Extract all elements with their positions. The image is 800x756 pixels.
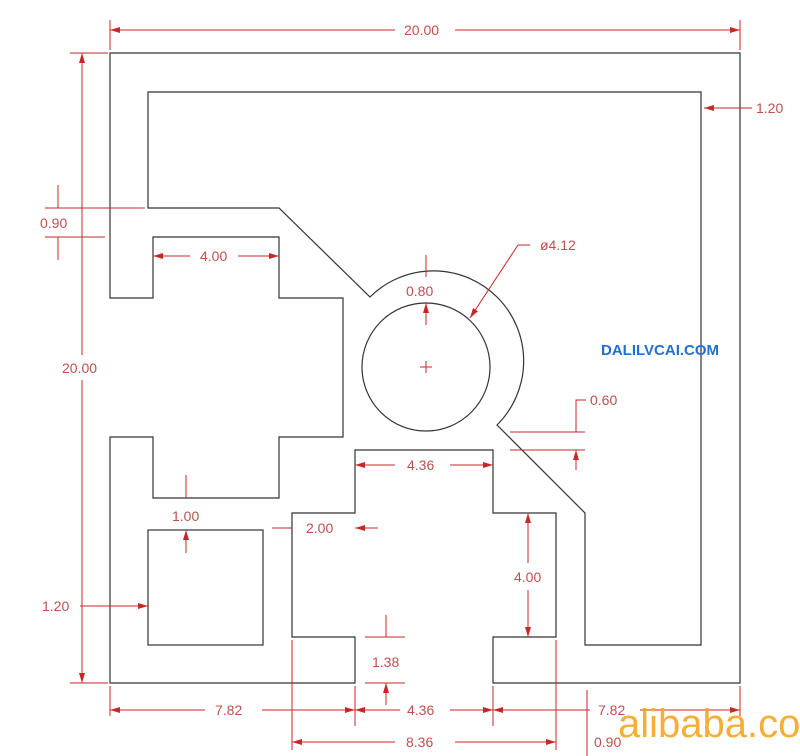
outer-profile	[109, 52, 741, 684]
dim-bottom-right: 7.82	[598, 702, 625, 718]
dim-bottom-left: 7.82	[215, 702, 242, 718]
dim-bottom-small: 0.90	[594, 734, 621, 750]
dim-diag-gap: 0.60	[590, 392, 617, 408]
brand-label: DALILVCAI.COM	[601, 342, 720, 359]
dim-diameter: ø4.12	[540, 237, 576, 253]
dim-left-wall: 1.20	[42, 598, 69, 614]
dim-notch-width: 2.00	[306, 520, 333, 536]
dim-left-height: 20.00	[62, 360, 97, 376]
dim-bottom-center: 4.36	[407, 702, 434, 718]
dim-upper-slot: 4.00	[200, 248, 227, 264]
watermark: alibaba.com	[618, 702, 800, 746]
dim-center-top: 4.36	[407, 457, 434, 473]
inner-profile	[147, 91, 702, 646]
dim-ring-thickness: 0.80	[406, 283, 433, 299]
dim-lower-gap: 1.00	[172, 508, 199, 524]
dim-right-notch-height: 4.00	[514, 569, 541, 585]
dim-slot-depth: 1.38	[372, 654, 399, 670]
dim-top-width: 20.00	[404, 22, 439, 38]
dim-bottom-total: 8.36	[406, 734, 433, 750]
small-square	[147, 529, 264, 646]
dim-right-wall: 1.20	[756, 100, 783, 116]
dimension-lines	[45, 20, 752, 756]
center-mark	[420, 361, 432, 373]
dim-top-offset: 0.90	[40, 215, 67, 231]
